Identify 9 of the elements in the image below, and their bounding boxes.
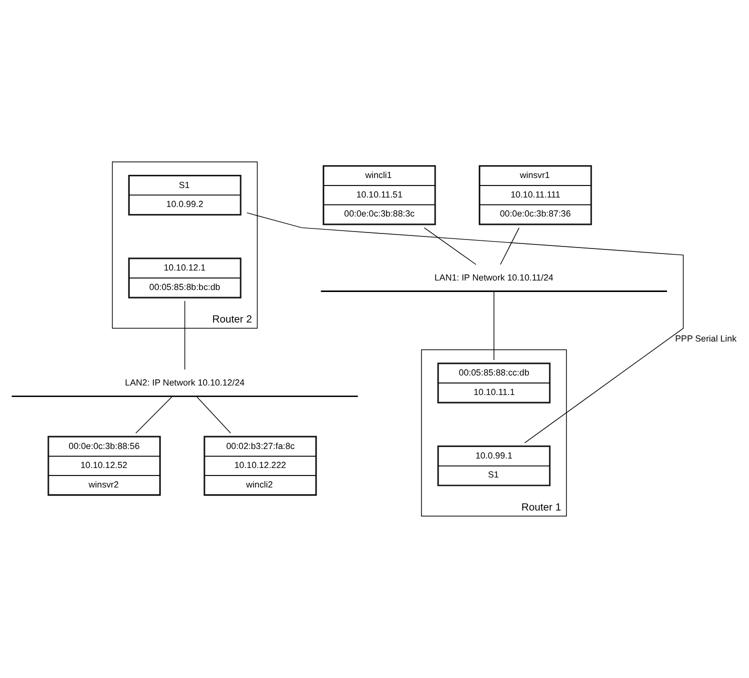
- connector: [184, 300, 186, 370]
- connector: [500, 227, 520, 265]
- edge-label: PPP Serial Link: [675, 333, 737, 344]
- node-text: LAN2: IP Network 10.10.12/24: [125, 377, 245, 388]
- connector: [196, 396, 231, 434]
- node-text: LAN1: IP Network 10.10.11/24: [434, 272, 554, 282]
- connector: [424, 227, 476, 265]
- connector: [135, 396, 173, 434]
- connector: [246, 212, 684, 444]
